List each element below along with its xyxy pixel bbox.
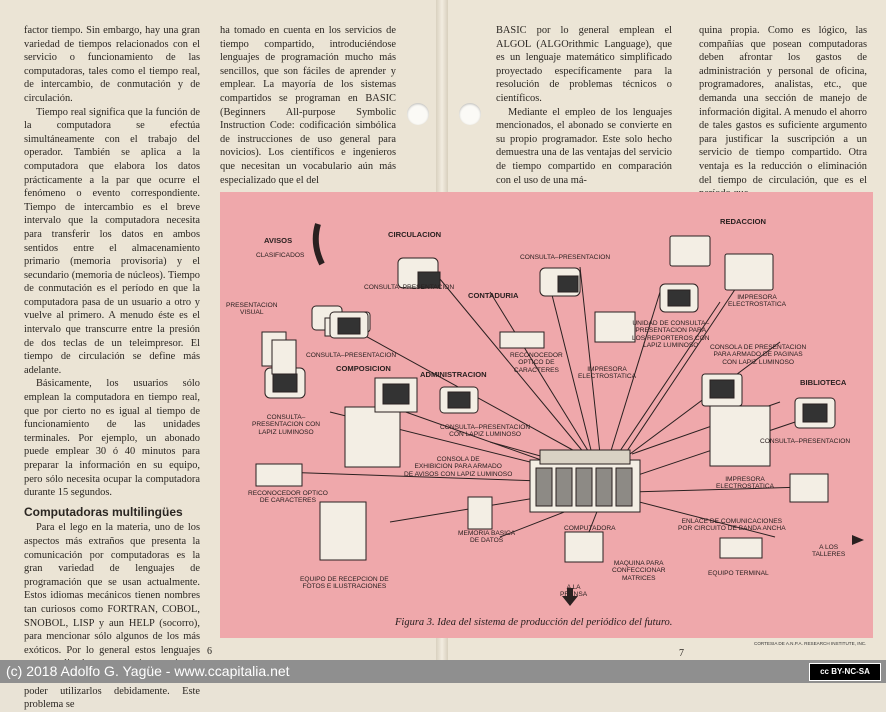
label-consola-armado-paginas: CONSOLA DE PRESENTACION PARA ARMADO DE P… [710,344,807,366]
label-clasificados: CLASIFICADOS [256,252,305,259]
page-number-right: 7 [679,648,684,659]
label-impresora-redaccion: IMPRESORA ELECTROSTATICA [728,294,787,309]
computer-icon [529,449,641,513]
label-a-la-prensa: A LA PRENSA [560,584,588,599]
label-computadora: COMPUTADORA [564,525,616,532]
paragraph: BASIC por lo general emplean el ALGOL (A… [496,25,672,104]
paragraph: Básicamente, los usuarios sólo emplean l… [24,378,200,499]
telephone-icon [312,223,325,266]
label-impresora-biblioteca: IMPRESORA ELECTROSTATICA [716,476,775,491]
right-column-1: BASIC por lo general emplean el ALGOL (A… [496,24,672,187]
label-reconocedor-optico-contaduria: RECONOCEDOR OPTICO DE CARACTERES [510,352,563,374]
newspaper-system-figure: AVISOS CIRCULACION CONTADURIA REDACCION … [220,192,873,646]
section-title-redaccion: REDACCION [720,217,766,226]
label-memoria-basica: MEMORIA BASICA DE DATOS [458,530,516,545]
label-enlace-comunicaciones: ENLACE DE COMUNICACIONES POR CIRCUITO DE… [678,518,786,533]
left-column-1: factor tiempo. Sin embargo, hay una gran… [24,24,200,712]
label-consulta-presentacion-contaduria: CONSULTA–PRESENTACION [520,254,611,261]
section-title-biblioteca: BIBLIOTECA [800,378,847,387]
section-title-contaduria: CONTADURIA [468,291,519,300]
footer-bar: (c) 2018 Adolfo G. Yagüe - www.ccapitali… [0,660,886,683]
label-consulta-lapiz-administracion: CONSULTA–PRESENTACION CON LAPIZ LUMINOSO [440,424,531,439]
section-title-avisos: AVISOS [264,236,293,245]
label-equipo-terminal: EQUIPO TERMINAL [708,570,769,577]
arrow-down-icon [562,596,578,606]
binder-hole [459,103,481,125]
label-a-los-talleres: A LOS TALLERES [812,544,846,559]
copyright-text: (c) 2018 Adolfo G. Yagüe - www.ccapitali… [6,663,290,679]
label-impresora-contaduria: IMPRESORA ELECTROSTATICA [578,366,637,381]
label-consulta-presentacion-biblioteca: CONSULTA–PRESENTACION [760,438,851,445]
figure-credit: CORTESIA DE A.N.P.A. RESEARCH INSTITUTE,… [754,641,867,646]
paragraph: Tiempo real significa que la función de … [24,106,200,376]
license-badge[interactable]: cc BY-NC-SA [809,663,881,681]
section-title-administracion: ADMINISTRACION [420,370,487,379]
left-column-2: ha tomado en cuenta en los servicios de … [220,24,396,187]
label-consulta-presentacion-circulacion: CONSULTA–PRESENTACION [364,284,455,291]
label-consulta-presentacion-avisos: CONSULTA–PRESENTACION [306,352,397,359]
label-equipo-recepcion-fotos: EQUIPO DE RECEPCION DE FOTOS E ILUSTRACI… [300,576,389,591]
section-title-circulacion: CIRCULACION [388,230,442,239]
binder-hole [407,103,429,125]
page-number-left: 6 [207,646,212,657]
section-heading: Computadoras multilingües [24,504,183,519]
figure-illustration [255,223,864,606]
paragraph: ha tomado en cuenta en los servicios de … [220,25,396,186]
paragraph: factor tiempo. Sin embargo, hay una gran… [24,25,200,104]
label-reconocedor-optico-composicion: RECONOCEDOR OPTICO DE CARACTERES [248,490,328,505]
paragraph: Mediante el empleo de los lenguajes menc… [496,106,672,186]
label-consola-exhibicion-avisos: CONSOLA DE EXHIBICION PARA ARMADO DE AVI… [404,456,513,478]
paragraph: quina propia. Como es lógico, las compañ… [699,25,867,199]
paragraph: Para el lego en la materia, uno de los a… [24,522,200,711]
label-maquina-matrices: MAQUINA PARA CONFECCIONAR MATRICES [612,560,666,582]
figure-caption: Figura 3. Idea del sistema de producción… [395,617,673,628]
right-column-2: quina propia. Como es lógico, las compañ… [699,24,867,201]
section-title-composicion: COMPOSICION [336,364,391,373]
label-unidad-consulta-reporteros: UNIDAD DE CONSULTA– PRESENTACION PARA LO… [632,320,710,350]
label-presentacion-visual: PRESENTACION VISUAL [226,302,278,317]
label-consulta-lapiz-composicion: CONSULTA– PRESENTACION CON LAPIZ LUMINOS… [252,414,321,436]
arrow-right-icon [852,535,864,545]
